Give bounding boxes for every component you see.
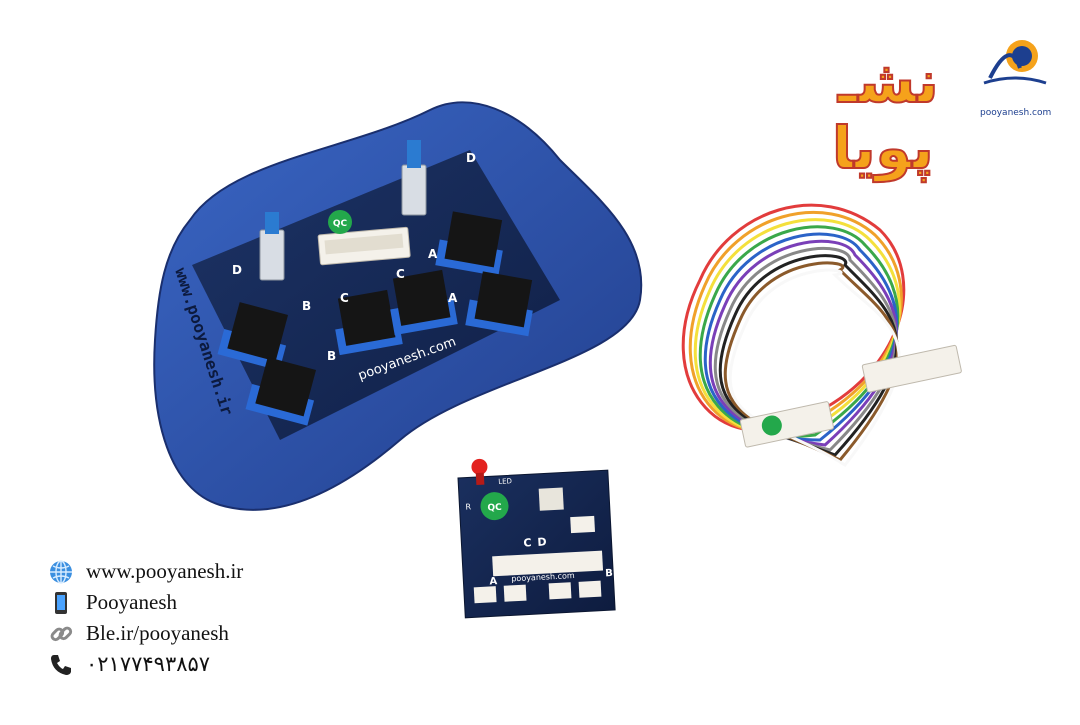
led-board-label-a: A [489, 576, 498, 587]
logo-text-line1: نشـ [837, 47, 939, 117]
controller-board: www.pooyanesh.ir pooyanesh.com QC [153, 101, 643, 511]
red-led [471, 458, 488, 475]
telephone-icon [48, 652, 78, 678]
controller-qc-sticker: QC [328, 210, 352, 234]
controller-label-b-bottom: B [327, 349, 336, 363]
contact-ble-text: Ble.ir/pooyanesh [86, 621, 229, 645]
controller-label-d-left: D [232, 263, 242, 277]
led-board-label-b: B [605, 568, 613, 579]
contact-brand-row: Pooyanesh [48, 587, 348, 618]
link-icon [48, 621, 78, 647]
controller-label-c-right: C [396, 267, 405, 281]
logo-url: pooyanesh.com [980, 108, 1052, 118]
cable-connector-left [739, 401, 834, 448]
controller-label-c-left: C [340, 291, 349, 305]
contact-phone-text: ۰۲۱۷۷۴۹۳۸۵۷ [86, 652, 211, 676]
controller-connector [317, 226, 411, 266]
led-board: QC C D A B LED R pooyanesh.com [457, 458, 616, 619]
led-board-label-d: D [537, 535, 547, 548]
globe-icon [48, 559, 78, 585]
slide-switch-left [259, 212, 285, 281]
push-button-a-top [435, 211, 503, 277]
controller-label-b-top: B [302, 299, 311, 313]
led-board-label-r: R [465, 502, 471, 511]
slide-switch-right [401, 140, 427, 216]
contact-website-text: www.pooyanesh.ir [86, 559, 244, 583]
rainbow-cable-bundle [681, 203, 906, 467]
led-board-url: pooyanesh.com [511, 571, 575, 583]
cable-connector-right [861, 344, 962, 393]
brand-logo: نشـ پویا pooyanesh.com [830, 28, 1060, 188]
push-button-b-right [245, 357, 317, 426]
controller-label-a-top: A [428, 247, 438, 261]
led-qc-label: QC [487, 503, 502, 514]
contact-phone-row: ۰۲۱۷۷۴۹۳۸۵۷ [48, 649, 348, 680]
contact-info: www.pooyanesh.ir Pooyanesh Ble.ir/pooyan… [48, 556, 348, 680]
controller-label-a-bottom: A [448, 291, 458, 305]
led-board-label-c: C [523, 536, 532, 549]
push-button-a-bottom [465, 271, 533, 337]
mobile-phone-icon [48, 590, 78, 616]
sun-book-emblem [983, 40, 1047, 85]
contact-brand-text: Pooyanesh [86, 590, 177, 614]
push-button-c-right [390, 269, 458, 336]
controller-label-d-right: D [466, 151, 476, 165]
logo-text-line2: پویا [831, 113, 934, 183]
push-button-c-left [335, 289, 403, 356]
controller-qc-label: QC [333, 219, 348, 229]
contact-website-row: www.pooyanesh.ir [48, 556, 348, 587]
contact-ble-row: Ble.ir/pooyanesh [48, 618, 348, 649]
led-board-label-led: LED [498, 477, 512, 486]
